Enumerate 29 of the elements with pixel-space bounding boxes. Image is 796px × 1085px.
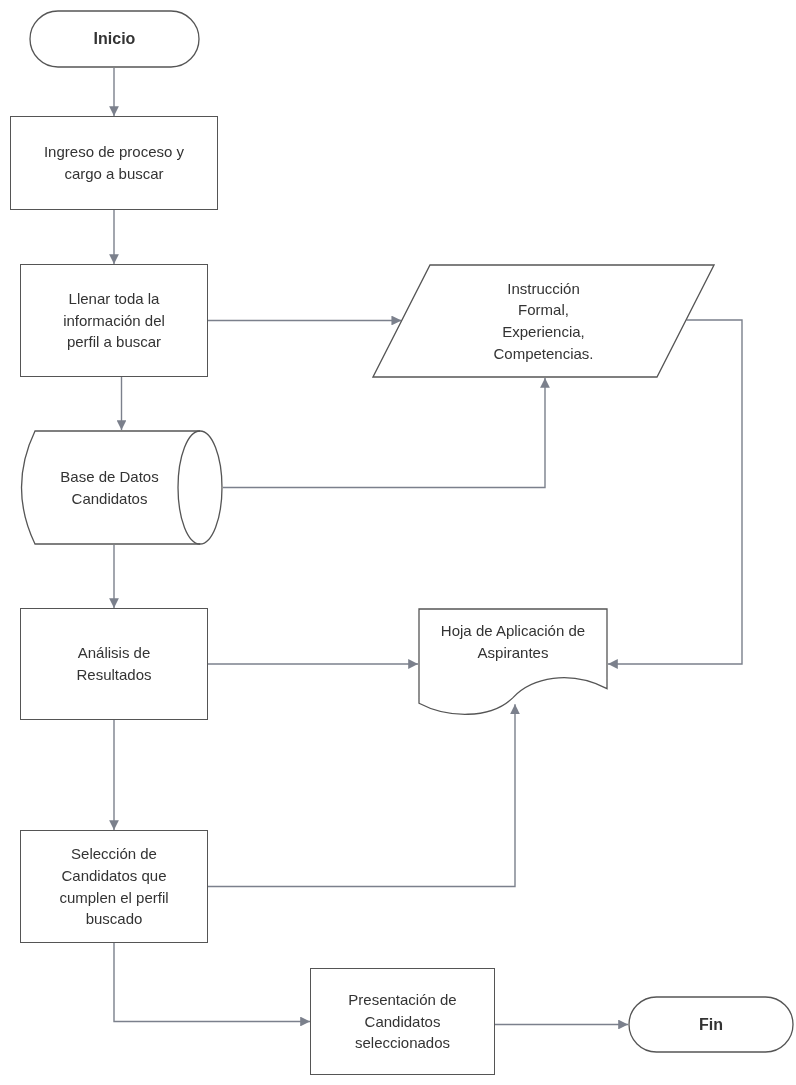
process-box (10, 116, 218, 210)
arrow (207, 703, 520, 888)
arrow (116, 376, 127, 431)
arrow (222, 377, 550, 489)
node-label: Selección de Candidatos que cumplen el perfil buscado (58, 844, 170, 930)
node-label: Base de Datos Candidatos (59, 466, 160, 509)
arrow (494, 1019, 629, 1030)
node-label: Fin (699, 1014, 723, 1035)
process-box (20, 608, 208, 720)
arrow (207, 659, 419, 669)
node-label: Instrucción Formal, Experiencia, Competencias. (492, 278, 595, 364)
node-label: Llenar toda la información del perfil a buscar (62, 288, 166, 353)
arrow (109, 719, 119, 831)
arrow (109, 67, 119, 117)
data-parallelogram (372, 264, 715, 378)
arrow (109, 209, 119, 265)
arrow (109, 544, 119, 609)
arrow (607, 319, 743, 669)
database-cylinder (20, 430, 223, 545)
node-label: Presentación de Candidatos seleccionados (347, 989, 458, 1054)
node-label: Hoja de Aplicación de Aspirantes (439, 621, 587, 663)
process-box (20, 264, 208, 377)
node-label: Inicio (93, 29, 136, 50)
process-box (310, 968, 495, 1075)
node-label: Ingreso de proceso y cargo a buscar (42, 142, 186, 184)
arrow (207, 315, 402, 326)
arrow (113, 942, 311, 1027)
process-box (20, 830, 208, 943)
node-label: Análisis de Resultados (75, 643, 153, 685)
